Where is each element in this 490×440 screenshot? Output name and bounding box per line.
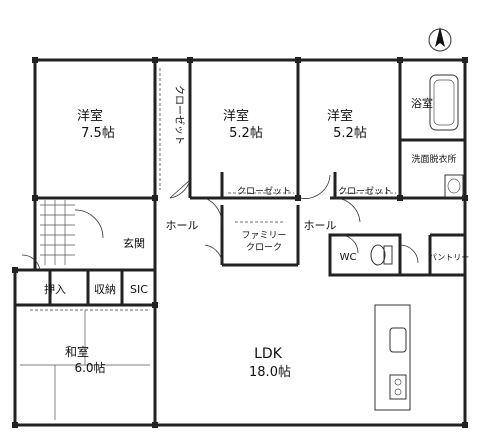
- family-cloak-line1: ファミリー: [241, 231, 286, 241]
- western3-size: 5.2帖: [333, 126, 367, 141]
- columns: [12, 57, 468, 428]
- stove: [389, 374, 407, 400]
- western1-name: 洋室: [77, 108, 103, 124]
- western1-size: 7.5帖: [81, 126, 115, 141]
- entrance-tiles: [40, 200, 75, 265]
- hall-right-label: ホール: [304, 219, 337, 232]
- oshiire-label: 押入: [44, 282, 66, 296]
- north-arrow-icon: [428, 27, 452, 52]
- western2-size: 5.2帖: [229, 126, 263, 141]
- bath-label: 浴室: [411, 96, 433, 110]
- closet-vertical-label: クローゼット: [173, 85, 185, 145]
- washitsu-name: 和室: [65, 344, 89, 359]
- interior-walls: [15, 60, 465, 425]
- pantry-label: パントリー: [429, 253, 469, 262]
- hall-left-label: ホール: [166, 219, 199, 232]
- ldk-size: 18.0帖: [249, 365, 291, 380]
- closet-rails: [30, 68, 396, 311]
- kitchen-sink: [389, 327, 407, 353]
- closet3-label: クローゼット: [338, 185, 392, 197]
- family-cloak-line2: クローク: [246, 242, 282, 253]
- washroom-label: 洗面脱衣所: [411, 153, 456, 165]
- doors: [21, 174, 419, 271]
- washitsu-size: 6.0帖: [74, 360, 105, 375]
- wash-basin: [444, 174, 464, 198]
- wc-label: WC: [340, 252, 357, 263]
- western3-name: 洋室: [327, 108, 353, 124]
- bathtub: [429, 74, 459, 131]
- entrance-label: 玄関: [123, 236, 145, 250]
- sic-label: SIC: [130, 283, 148, 296]
- closet2-label: クローゼット: [237, 185, 291, 197]
- ldk-name: LDK: [254, 346, 283, 362]
- toilet: [370, 244, 393, 266]
- western2-name: 洋室: [223, 108, 249, 124]
- tatami-lines: [20, 310, 150, 420]
- storage-label: 収納: [94, 283, 116, 296]
